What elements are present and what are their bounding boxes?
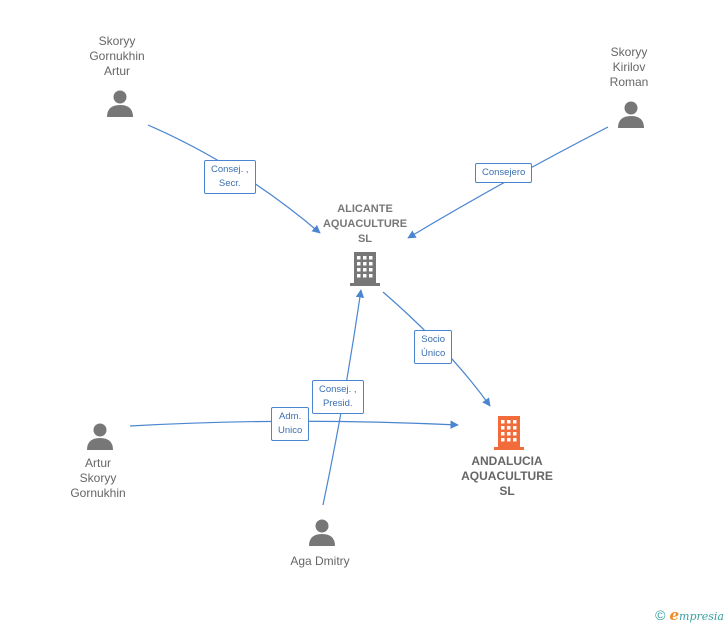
company-label-alicante-aquaculture[interactable]: ALICANTE AQUACULTURE SL — [322, 203, 408, 245]
person-icon[interactable] — [309, 519, 335, 547]
company-label-andalucia-aquaculture[interactable]: ANDALUCIA AQUACULTURE SL — [461, 454, 553, 498]
person-label-skoryy-kirilov-roman[interactable]: Skoryy Kirilov Roman — [609, 45, 649, 89]
edge-label-adm-unico[interactable]: Adm. Unico — [271, 407, 310, 441]
empresia-logo[interactable]: empresia — [669, 606, 724, 624]
person-label-skoryy-gornukhin-artur[interactable]: Skoryy Gornukhin Artur — [89, 34, 145, 78]
edge-label-consejero[interactable]: Consejero — [475, 163, 533, 183]
copyright-footer: © empresia — [655, 606, 724, 624]
edge-label-socio-unico[interactable]: Socio Único — [414, 330, 453, 364]
person-icon[interactable] — [618, 101, 644, 129]
building-icon[interactable] — [350, 252, 380, 286]
edges — [129, 124, 609, 506]
person-icon[interactable] — [107, 90, 133, 118]
copyright-icon: © — [655, 607, 666, 623]
edge-label-consej-secr[interactable]: Consej. , Secr. — [204, 160, 256, 194]
edge-label-consej-presid[interactable]: Consej. , Presid. — [312, 380, 364, 414]
person-icon[interactable] — [87, 423, 113, 451]
person-label-artur-skoryy-gornukhin[interactable]: Artur Skoryy Gornukhin — [70, 456, 126, 500]
building-icon[interactable] — [494, 416, 524, 450]
person-label-aga-dmitry[interactable]: Aga Dmitry — [290, 554, 350, 568]
